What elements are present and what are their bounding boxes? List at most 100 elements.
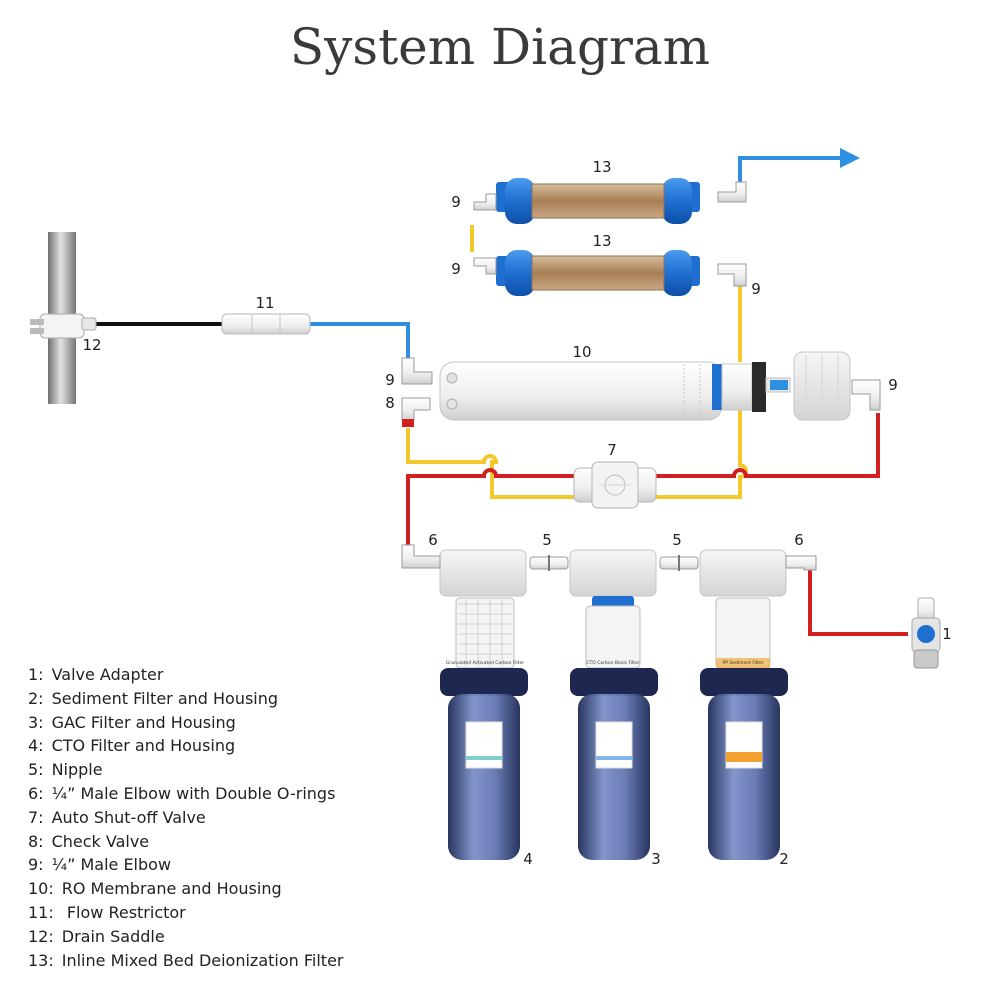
legend-text: Nipple — [51, 760, 103, 780]
callout-5-right: 5 — [672, 531, 682, 549]
cto-filter-label: CTO Carbon Block Filter — [586, 660, 639, 666]
callout-3: 3 — [651, 850, 661, 868]
legend-text: ¼” Male Elbow with Double O-rings — [51, 783, 336, 803]
callout-5-left: 5 — [542, 531, 552, 549]
elbow-fitting-ro-inlet — [401, 357, 433, 385]
legend-item: 4: CTO Filter and Housing — [28, 734, 344, 758]
legend-item: 9: ¼” Male Elbow — [28, 853, 344, 877]
callout-4: 4 — [523, 850, 533, 868]
legend-item: 3: GAC Filter and Housing — [28, 711, 344, 735]
callout-2: 2 — [779, 850, 789, 868]
callout-1: 1 — [942, 625, 952, 643]
legend-item: 8: Check Valve — [28, 830, 344, 854]
check-valve — [401, 397, 431, 427]
callout-11: 11 — [255, 294, 274, 312]
legend-number: 1: — [28, 665, 44, 684]
legend-text: Drain Saddle — [61, 926, 165, 946]
legend-text: CTO Filter and Housing — [51, 736, 236, 756]
cto-filter-cartridge — [585, 596, 641, 669]
legend-number: 8: — [28, 831, 44, 851]
elbow-fitting-ro-cap — [851, 379, 881, 411]
ro-housing-cap — [793, 351, 851, 421]
callout-13-top: 13 — [592, 158, 611, 176]
callout-9-di-right: 9 — [751, 280, 761, 298]
sediment-filter-cartridge — [715, 597, 771, 669]
legend-item: 7: Auto Shut-off Valve — [28, 806, 344, 830]
callout-12: 12 — [82, 336, 101, 354]
callout-9-ro-inlet: 9 — [385, 371, 395, 389]
callout-9-ro-cap: 9 — [888, 376, 898, 394]
legend-text: ¼” Male Elbow — [51, 855, 172, 875]
filter-housing-3 — [570, 668, 658, 860]
gac-filter-cartridge — [455, 597, 515, 669]
elbow-fitting-di-top-left — [473, 193, 497, 211]
drain-saddle — [30, 313, 97, 339]
auto-shutoff-valve — [573, 461, 657, 509]
legend-number: 6: — [28, 783, 44, 803]
legend-number: 12: — [28, 926, 54, 946]
legend-number: 2: — [28, 688, 44, 708]
product-water-outlet-tube — [738, 156, 845, 187]
legend-number: 5: — [28, 760, 44, 780]
legend-item: 2: Sediment Filter and Housing — [28, 687, 344, 711]
legend-number: 3: — [28, 712, 44, 732]
legend-item: 10: RO Membrane and Housing — [28, 877, 344, 901]
filter-head-3 — [569, 549, 657, 597]
legend-item: 5: Nipple — [28, 758, 344, 782]
di-filter-bottom — [496, 250, 700, 296]
legend-text: Sediment Filter and Housing — [51, 688, 279, 708]
legend-item: 1: Valve Adapter — [28, 663, 344, 687]
legend-number: 7: — [28, 807, 44, 827]
check-valve-to-valve-tube — [406, 428, 574, 499]
legend-number: 9: — [28, 855, 44, 875]
feed-tube-right — [655, 413, 880, 478]
legend-text: GAC Filter and Housing — [51, 712, 236, 732]
legend-text: Check Valve — [51, 831, 150, 851]
callout-13-bottom: 13 — [592, 232, 611, 250]
legend-item: 12: Drain Saddle — [28, 925, 344, 949]
filter-housing-2 — [700, 668, 788, 860]
legend-item: 6: ¼” Male Elbow with Double O-rings — [28, 782, 344, 806]
callout-6-left: 6 — [428, 531, 438, 549]
callout-10: 10 — [572, 343, 591, 361]
elbow-fitting-di-top-right — [717, 181, 747, 203]
legend-text: Flow Restrictor — [61, 902, 186, 922]
legend-text: RO Membrane and Housing — [61, 879, 282, 899]
permeate-to-valve-tube — [655, 408, 748, 499]
product-water-tube — [310, 322, 410, 358]
nipple-fitting-right — [659, 555, 699, 571]
nipple-fitting-left — [529, 555, 569, 571]
feed-tube-inlet — [808, 570, 908, 636]
page-title: System Diagram — [289, 18, 711, 76]
legend-text: Valve Adapter — [51, 665, 164, 684]
legend-item: 11: Flow Restrictor — [28, 901, 344, 925]
feed-tube-left — [406, 468, 574, 545]
filter-head-2 — [699, 549, 787, 597]
sediment-filter-label: PP Sediment Filter — [723, 660, 764, 666]
legend-number: 13: — [28, 950, 54, 970]
elbow-fitting-di-bottom-left — [473, 257, 497, 275]
ro-membrane-housing — [439, 361, 791, 421]
legend-number: 10: — [28, 879, 54, 899]
legend-text: Inline Mixed Bed Deionization Filter — [61, 950, 344, 970]
product-water-outlet-arrow-icon — [840, 148, 860, 168]
legend-item: 13: Inline Mixed Bed Deionization Filter — [28, 949, 344, 973]
callout-9-di-bottom: 9 — [451, 260, 461, 278]
legend-number: 4: — [28, 736, 44, 756]
filter-housing-4 — [440, 668, 528, 860]
callout-9-di-top: 9 — [451, 193, 461, 211]
legend-number: 11: — [28, 902, 54, 922]
callout-8: 8 — [385, 394, 395, 412]
callout-7: 7 — [607, 441, 617, 459]
callout-6-right: 6 — [794, 531, 804, 549]
gac-filter-label: Granulated Activated Carbon Filter — [446, 660, 524, 666]
filter-head-4 — [439, 549, 527, 597]
flow-restrictor — [221, 313, 311, 335]
elbow-fitting-di-bottom-right — [717, 263, 747, 287]
elbow-fitting-prefilter-right — [785, 555, 817, 571]
parts-legend: 1: Valve Adapter 2: Sediment Filter and Ho… — [28, 663, 344, 972]
legend-text: Auto Shut-off Valve — [51, 807, 206, 827]
valve-adapter — [911, 597, 941, 669]
elbow-fitting-prefilter-left — [401, 544, 441, 569]
